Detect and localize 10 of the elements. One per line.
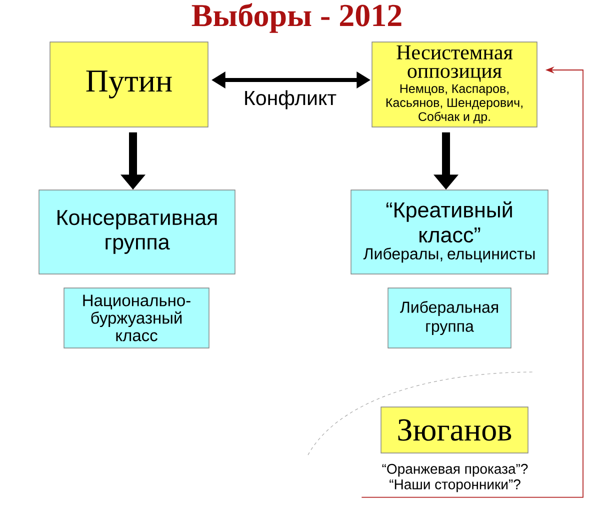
text-box: Несистемная оппозиция Немцов, Каспаров, Касьянов, Шендерович, Собчак и др.	[372, 42, 538, 128]
edge-label: Конфликт	[242, 89, 338, 110]
text-box: “Креативный класс” Либералы, ельцинисты	[350, 190, 548, 274]
text-box: Национально-буржуазный класс	[64, 288, 210, 348]
title: Выборы - 2012	[192, 3, 402, 33]
text-box: Путин	[50, 42, 208, 128]
text-box: Консервативная группа	[38, 190, 236, 274]
node-label: “Оранжевая проказа”? “Наши сторонники”?	[382, 464, 528, 492]
text-box: Либеральная группа	[388, 288, 512, 348]
text-box: Зюганов	[380, 406, 528, 454]
